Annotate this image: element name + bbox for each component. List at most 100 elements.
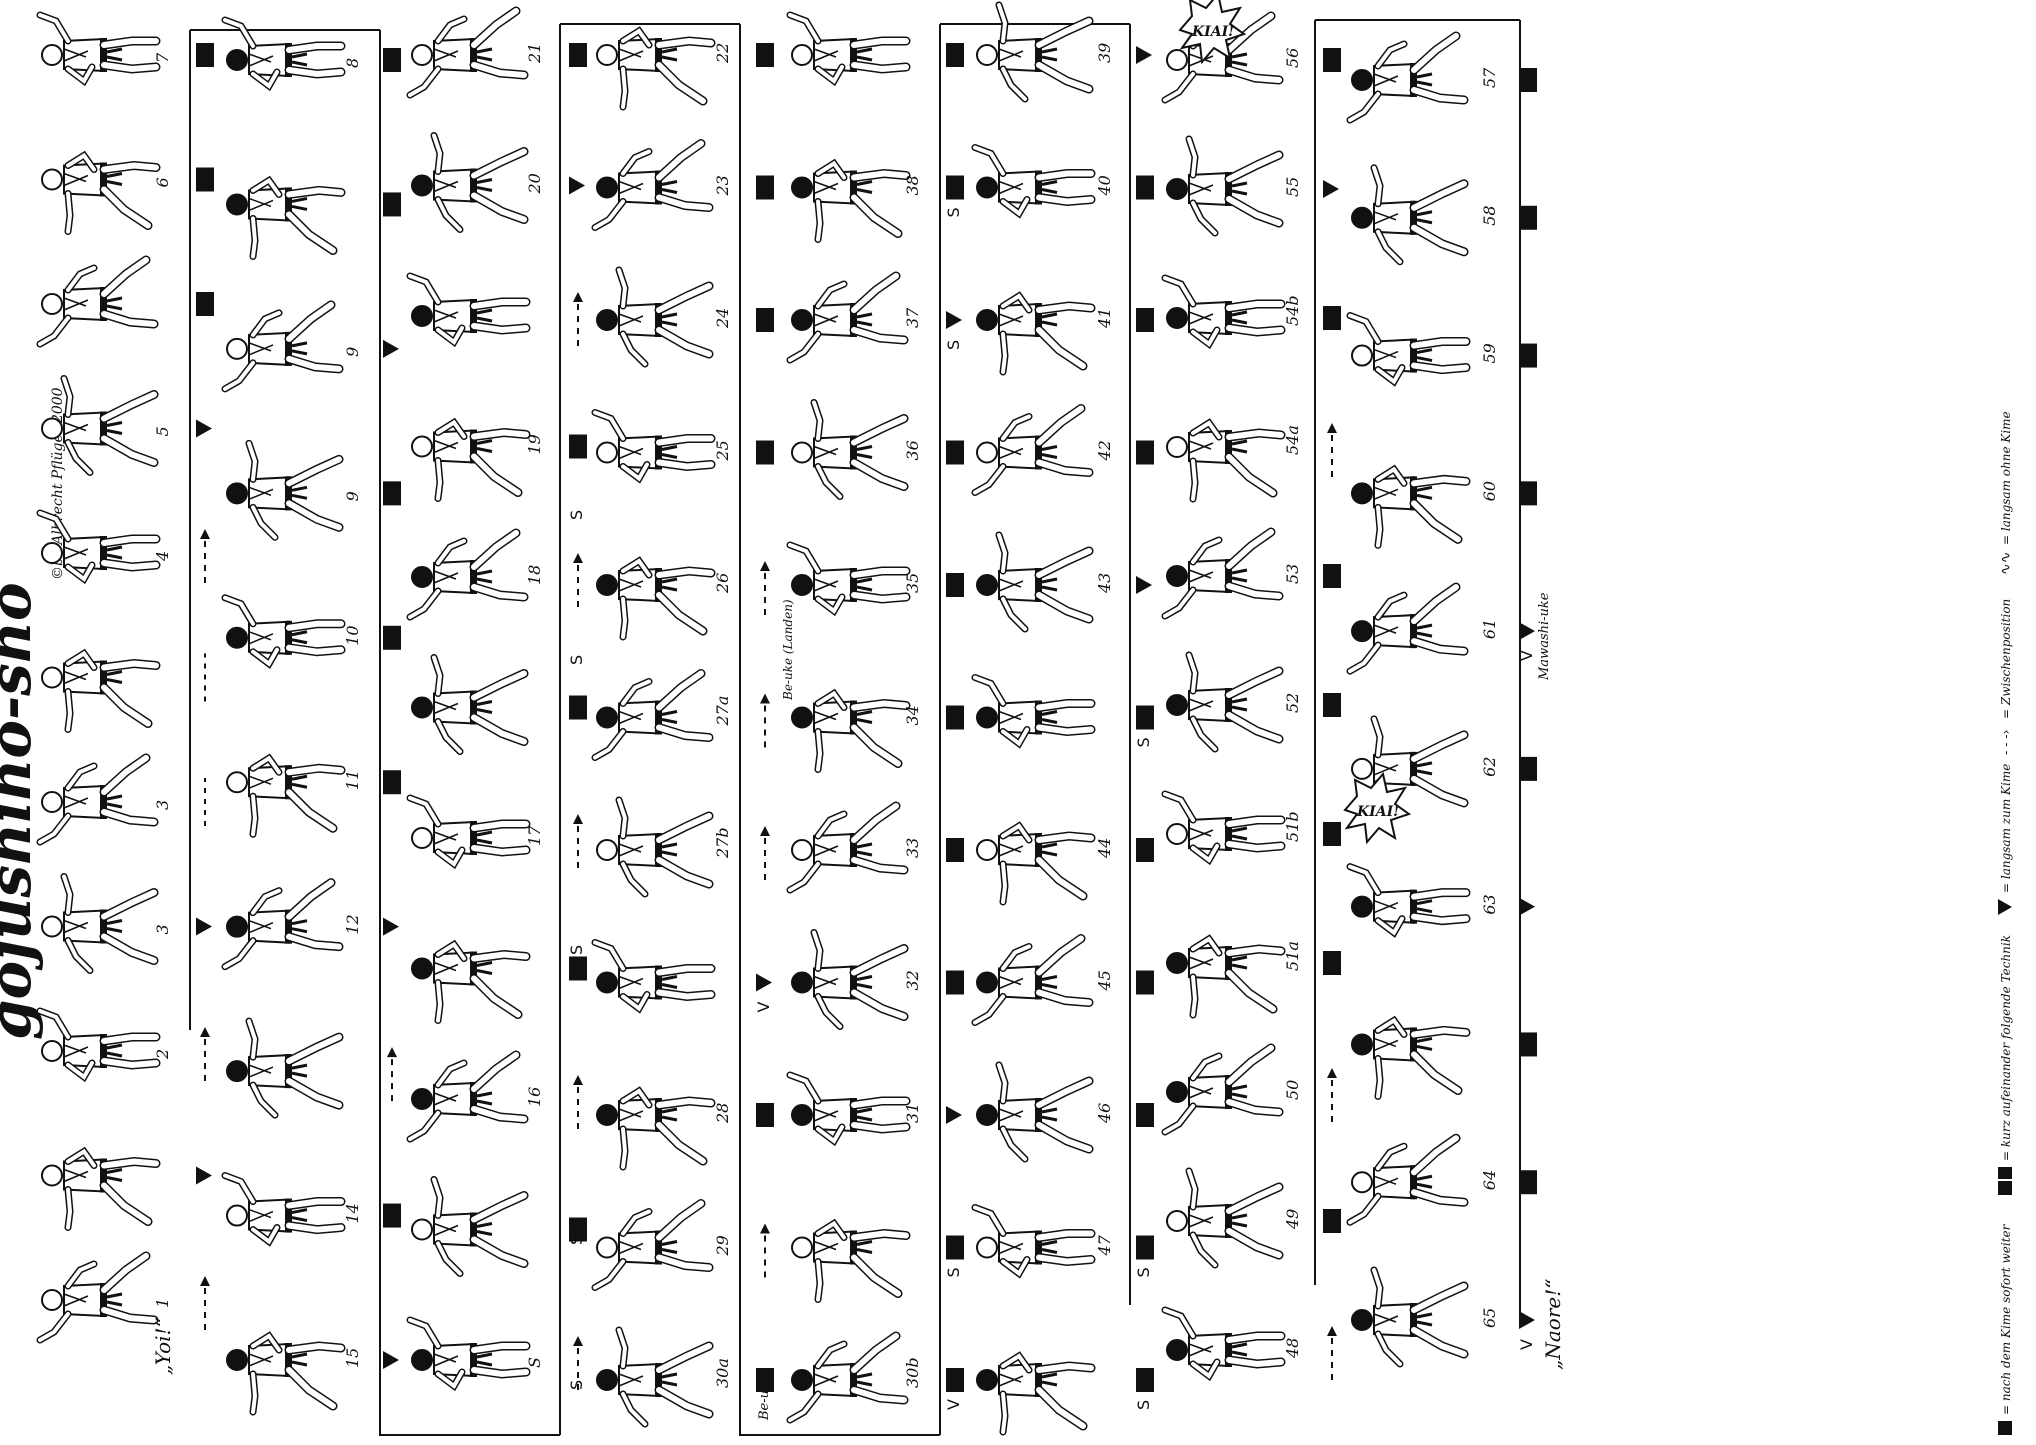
arrow-head (760, 561, 770, 571)
rhythm-symbols (196, 43, 1537, 1392)
step-number: 33 (903, 838, 922, 858)
karateka-figure (792, 694, 906, 770)
kime-square (1519, 757, 1537, 781)
step-number: 65 (1480, 1308, 1499, 1328)
karateka-figure (1350, 1138, 1464, 1222)
step-number: 46 (1095, 1103, 1114, 1124)
step-number: 49 (1283, 1209, 1302, 1230)
karateka-figure (792, 403, 904, 497)
karateka-figure (1165, 794, 1281, 860)
step-number: 63 (1480, 894, 1499, 914)
kime-square (946, 1368, 964, 1392)
arrow-head (1327, 1068, 1337, 1078)
step-number: 30b (903, 1357, 922, 1388)
legend-square-icon (1998, 1421, 2012, 1435)
step-number: 8 (343, 58, 362, 68)
kime-square (1136, 1368, 1154, 1392)
kime-square (756, 176, 774, 200)
kime-square (383, 48, 401, 72)
step-number: 24 (713, 308, 732, 329)
karateka-figure (42, 877, 154, 971)
slow-kime-triangle (946, 1106, 962, 1124)
slow-kime-triangle (569, 177, 585, 195)
note-be-uke-landen: Be-uke (Landen) (781, 599, 795, 701)
karateka-figure (1167, 139, 1279, 233)
step-number: 10 (343, 625, 362, 645)
step-number: 56 (1283, 48, 1302, 68)
kime-square (1323, 693, 1341, 717)
karateka-figure (1165, 278, 1281, 344)
kime-square (1323, 951, 1341, 975)
step-number: 3 (153, 800, 172, 810)
karateka-figure (975, 1208, 1091, 1274)
step-number: 51a (1283, 941, 1302, 971)
legend-item-1: = nach dem Kime sofort weiter (1998, 1223, 2013, 1435)
kime-square (946, 573, 964, 597)
step-number: 15 (343, 1348, 362, 1368)
kiai-label: KIAI! (1356, 804, 1399, 820)
slow-kime-triangle (196, 918, 212, 936)
step-number: 59 (1480, 343, 1499, 363)
stance-letter: S (1134, 1267, 1153, 1277)
karateka-figure (595, 674, 709, 758)
karateka-figure (410, 276, 526, 342)
karateka-figure (597, 561, 711, 637)
slow-kime-triangle (1519, 1311, 1535, 1329)
step-number: 25 (713, 440, 732, 461)
step-number: 28 (713, 1103, 732, 1124)
karateka-figure (412, 658, 524, 752)
slow-kime-triangle (1323, 180, 1339, 198)
slow-kime-triangle (383, 1351, 399, 1369)
slow-kime-triangle (1136, 46, 1152, 64)
kime-square (1519, 481, 1537, 505)
karateka-figure (595, 144, 709, 228)
step-number: 43 (1095, 573, 1114, 594)
kime-square (196, 43, 214, 67)
karateka-figure (42, 156, 156, 232)
arrow-head (387, 1047, 397, 1057)
karateka-figure (597, 1330, 709, 1424)
arrow-head (573, 1336, 583, 1346)
kime-square (1136, 441, 1154, 465)
karateka-figure (42, 1152, 156, 1228)
kime-square (569, 696, 587, 720)
step-number: 40 (1095, 175, 1114, 196)
kime-square (383, 770, 401, 794)
title: gojushiho-sho (0, 582, 44, 1040)
kime-square (946, 1236, 964, 1260)
step-number: 39 (1095, 43, 1114, 63)
legend-text-1: = nach dem Kime sofort weiter (1999, 1223, 2013, 1415)
karateka-figure (1167, 939, 1281, 1015)
step-number: 50 (1283, 1080, 1302, 1100)
arrow-head (573, 553, 583, 563)
step-number: 58 (1480, 205, 1499, 225)
stance-letter: S (944, 1267, 963, 1277)
legend-dashes-icon: - - -› (1999, 730, 2013, 755)
kime-square (1136, 1103, 1154, 1127)
step-number: 53 (1283, 564, 1302, 584)
stance-letter: V (944, 1399, 963, 1410)
karateka-figure (790, 806, 904, 890)
step-number: 22 (713, 43, 732, 64)
step-number: 61 (1480, 619, 1499, 639)
slow-kime-triangle (1136, 576, 1152, 594)
karateka-figure (790, 15, 906, 81)
step-number: 32 (903, 970, 922, 990)
karateka-figure (227, 443, 339, 537)
step-number: 12 (343, 914, 362, 934)
legend-text-4: = Zwischenposition (1999, 599, 2013, 719)
command-yoi: „Yoi!“ (151, 1317, 175, 1375)
karateka-figure (410, 1055, 524, 1139)
karateka-figure (40, 758, 154, 842)
kime-square (946, 441, 964, 465)
step-number: 44 (1095, 838, 1114, 859)
step-number: 27b (713, 827, 732, 859)
kime-square (1323, 1209, 1341, 1233)
slow-kime-triangle (756, 974, 772, 992)
kime-square (1519, 206, 1537, 230)
kiai-label: KIAI! (1191, 24, 1234, 40)
legend-item-4: - - -› = Zwischenposition (1999, 599, 2013, 755)
legend-item-5: ∿∿ = langsam ohne Kime (1998, 411, 2014, 575)
arrow-head (760, 826, 770, 836)
step-number: 11 (343, 770, 362, 790)
